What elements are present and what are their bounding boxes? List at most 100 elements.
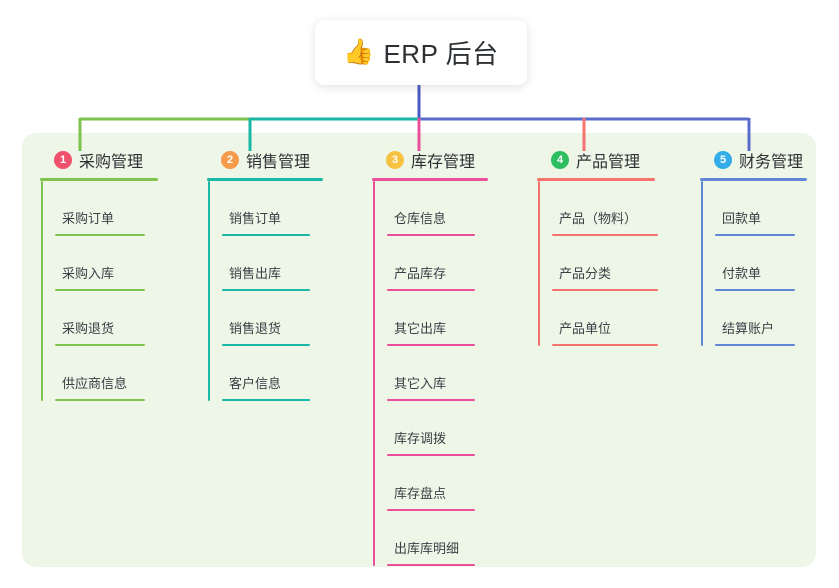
branch-item-label: 采购订单 — [62, 211, 115, 226]
branch-item-list: 产品（物料） 产品分类产品单位 — [537, 181, 658, 346]
branch-number-badge: 5 — [714, 151, 732, 169]
branch-item-label: 销售退货 — [229, 321, 282, 336]
branch-spine — [373, 181, 375, 566]
branch-item[interactable]: 供应商信息 — [40, 346, 158, 401]
branch-item[interactable]: 库存盘点 — [372, 456, 488, 511]
branch-item-underline — [715, 289, 795, 291]
branch-header-1[interactable]: 1 采购管理 — [40, 148, 158, 172]
branch-item[interactable]: 销售出库 — [207, 236, 323, 291]
branch-item-list: 回款单付款单结算账户 — [700, 181, 807, 346]
branch-item[interactable]: 采购订单 — [40, 181, 158, 236]
branch-column-2: 2 销售管理销售订单销售出库销售退货客户信息 — [207, 148, 323, 401]
branch-item-underline — [55, 399, 145, 401]
branch-header-4[interactable]: 4 产品管理 — [537, 148, 655, 172]
branch-item[interactable]: 库存调拨 — [372, 401, 488, 456]
branch-column-5: 5 财务管理回款单付款单结算账户 — [700, 148, 807, 346]
branch-item-underline — [715, 344, 795, 346]
branch-spine — [701, 181, 703, 346]
branch-item-label: 销售出库 — [229, 266, 282, 281]
branch-item-list: 采购订单采购入库采购退货供应商信息 — [40, 181, 158, 401]
branch-item[interactable]: 仓库信息 — [372, 181, 488, 236]
branch-item-label: 采购退货 — [62, 321, 115, 336]
branch-item-underline — [552, 234, 658, 236]
branch-item-label: 回款单 — [722, 211, 762, 226]
branch-rule — [700, 178, 807, 181]
branch-item[interactable]: 销售订单 — [207, 181, 323, 236]
branch-item-label: 其它出库 — [394, 321, 447, 336]
branch-item-underline — [387, 234, 475, 236]
branch-header-2[interactable]: 2 销售管理 — [207, 148, 323, 172]
branch-item-underline — [552, 289, 658, 291]
branch-rule — [40, 178, 158, 181]
branch-item[interactable]: 产品单位 — [537, 291, 658, 346]
branch-item-underline — [387, 399, 475, 401]
branch-item-label: 客户信息 — [229, 376, 282, 391]
branch-item[interactable]: 产品分类 — [537, 236, 658, 291]
branch-rule — [372, 178, 488, 181]
branch-number-badge: 2 — [221, 151, 239, 169]
branch-item-underline — [222, 344, 310, 346]
branch-spine — [41, 181, 43, 401]
branch-column-1: 1 采购管理采购订单采购入库采购退货供应商信息 — [40, 148, 158, 401]
branch-title-text: 财务管理 — [739, 154, 804, 171]
branch-item[interactable]: 采购退货 — [40, 291, 158, 346]
branch-item[interactable]: 产品（物料） — [537, 181, 658, 236]
branch-item-underline — [55, 344, 145, 346]
branch-title-text: 采购管理 — [79, 154, 144, 171]
branch-item-label: 付款单 — [722, 266, 762, 281]
branch-title-text: 库存管理 — [411, 154, 476, 171]
branch-item-list: 销售订单销售出库销售退货客户信息 — [207, 181, 323, 401]
branch-item-label: 出库库明细 — [394, 541, 460, 556]
branch-item-underline — [387, 564, 475, 566]
branch-title-text: 产品管理 — [576, 154, 641, 171]
branch-item-list: 仓库信息产品库存其它出库其它入库库存调拨库存盘点出库库明细 — [372, 181, 488, 566]
branch-item[interactable]: 付款单 — [700, 236, 807, 291]
branch-item-label: 产品分类 — [559, 266, 612, 281]
branch-item-label: 采购入库 — [62, 266, 115, 281]
branch-column-3: 3 库存管理仓库信息产品库存其它出库其它入库库存调拨库存盘点出库库明细 — [372, 148, 488, 566]
branch-rule — [207, 178, 323, 181]
branch-item-underline — [387, 344, 475, 346]
branch-item-label: 其它入库 — [394, 376, 447, 391]
branch-number-badge: 4 — [551, 151, 569, 169]
branch-item[interactable]: 销售退货 — [207, 291, 323, 346]
diagram-background-panel — [22, 133, 816, 567]
branch-header-3[interactable]: 3 库存管理 — [372, 148, 488, 172]
branch-item-underline — [55, 289, 145, 291]
thumbs-up-icon: 👍 — [343, 38, 375, 66]
branch-item-label: 库存调拨 — [394, 431, 447, 446]
branch-item[interactable]: 产品库存 — [372, 236, 488, 291]
branch-item-label: 仓库信息 — [394, 211, 447, 226]
branch-item[interactable]: 客户信息 — [207, 346, 323, 401]
branch-spine — [538, 181, 540, 346]
branch-item-underline — [222, 399, 310, 401]
branch-spine — [208, 181, 210, 401]
root-title-card[interactable]: 👍 ERP 后台 — [315, 20, 527, 85]
branch-header-5[interactable]: 5 财务管理 — [700, 148, 807, 172]
branch-title-text: 销售管理 — [246, 154, 311, 171]
branch-column-4: 4 产品管理产品（物料） 产品分类产品单位 — [537, 148, 658, 346]
branch-item-label: 供应商信息 — [62, 376, 128, 391]
branch-item-underline — [387, 454, 475, 456]
branch-item-underline — [552, 344, 658, 346]
branch-item-underline — [715, 234, 795, 236]
branch-item[interactable]: 采购入库 — [40, 236, 158, 291]
branch-item[interactable]: 其它入库 — [372, 346, 488, 401]
branch-item[interactable]: 其它出库 — [372, 291, 488, 346]
branch-item-label: 产品（物料） — [559, 211, 638, 226]
branch-item-label: 产品库存 — [394, 266, 447, 281]
branch-number-badge: 3 — [386, 151, 404, 169]
branch-item-underline — [222, 234, 310, 236]
branch-item-underline — [55, 234, 145, 236]
branch-item-underline — [387, 509, 475, 511]
branch-item-label: 库存盘点 — [394, 486, 447, 501]
branch-item[interactable]: 出库库明细 — [372, 511, 488, 566]
branch-number-badge: 1 — [54, 151, 72, 169]
branch-item[interactable]: 结算账户 — [700, 291, 807, 346]
branch-item[interactable]: 回款单 — [700, 181, 807, 236]
branch-item-underline — [387, 289, 475, 291]
branch-item-underline — [222, 289, 310, 291]
branch-item-label: 产品单位 — [559, 321, 612, 336]
root-title-text: ERP 后台 — [383, 39, 499, 69]
